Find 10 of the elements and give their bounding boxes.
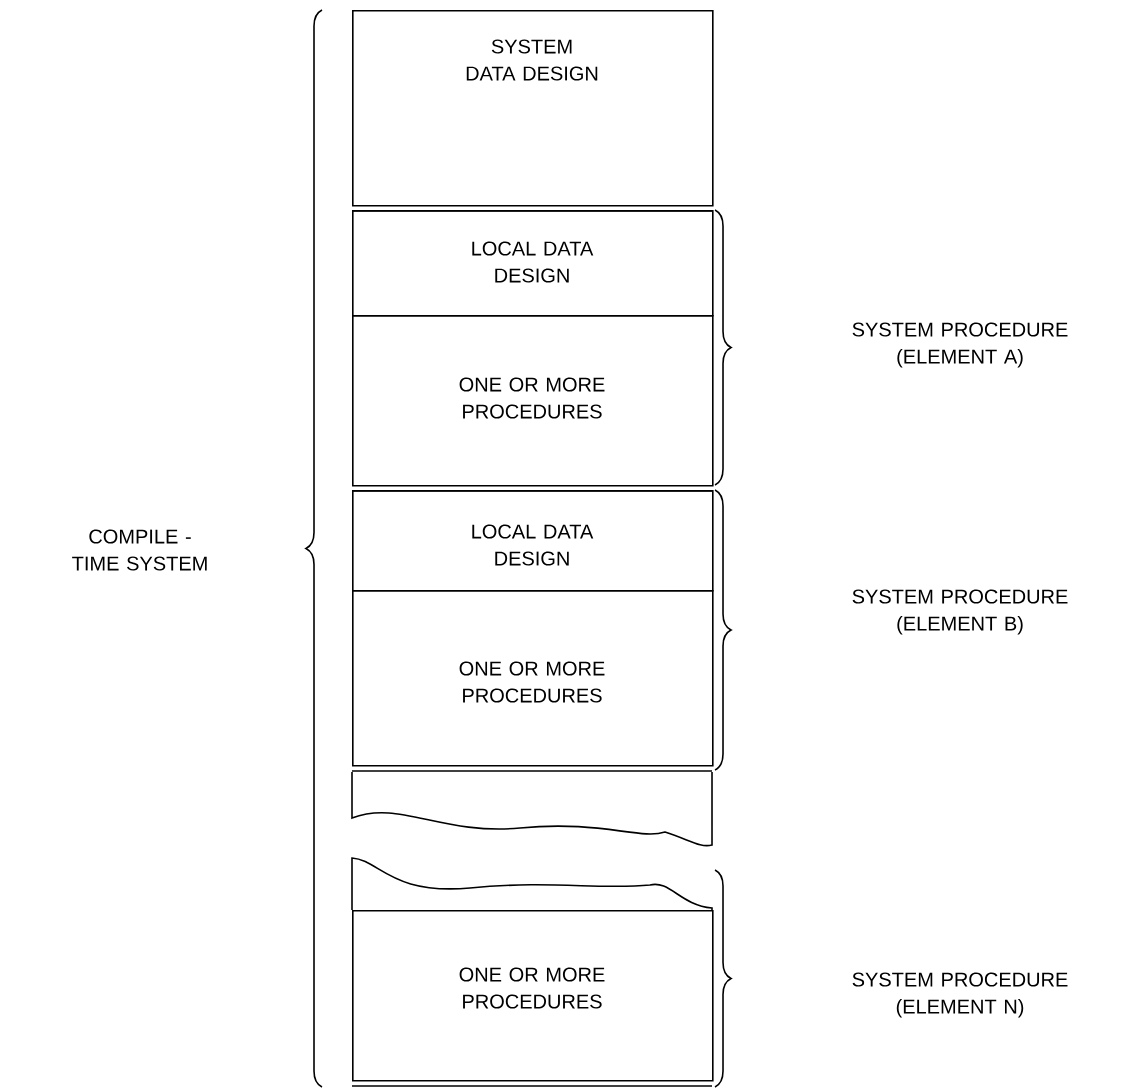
section-box: SYSTEM DATA DESIGN (352, 10, 714, 207)
brace-label: COMPILE - TIME SYSTEM (72, 529, 207, 571)
section-box: ONE OR MORE PROCEDURES (352, 910, 714, 1082)
brace-label: SYSTEM PROCEDURE (ELEMENT A) (852, 322, 1068, 368)
section-box: LOCAL DATA DESIGN (352, 490, 714, 592)
section-box: LOCAL DATA DESIGN (352, 210, 714, 317)
section-box: ONE OR MORE PROCEDURES (352, 315, 714, 487)
brace-label: SYSTEM PROCEDURE (ELEMENT B) (852, 589, 1068, 635)
section-box: ONE OR MORE PROCEDURES (352, 590, 714, 767)
brace-label: SYSTEM PROCEDURE (ELEMENT N) (852, 972, 1068, 1018)
